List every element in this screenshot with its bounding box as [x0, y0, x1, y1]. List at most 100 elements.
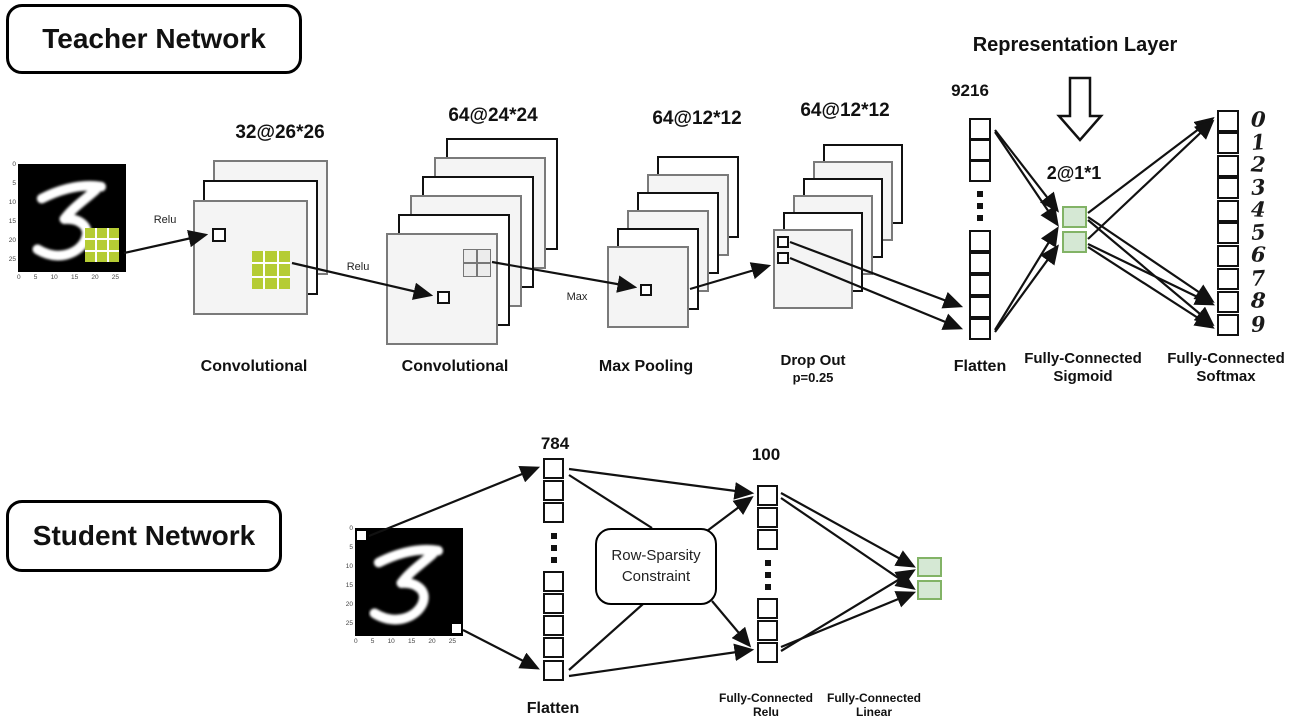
- fc-softmax-line1: Fully-Connected: [1167, 350, 1285, 367]
- constraint-line1: Row-Sparsity: [611, 547, 701, 565]
- student-hidden-node: [757, 620, 778, 641]
- student-flatten-label: Flatten: [526, 700, 580, 717]
- axis-tick-label: 25: [8, 256, 16, 264]
- connection-edge: [780, 569, 916, 652]
- relu-edge-label-1: Relu: [153, 214, 177, 226]
- axis-tick-label: 5: [349, 544, 353, 552]
- student-flatten-node: [543, 593, 564, 614]
- connection-edge: [568, 467, 755, 500]
- conv-kernel-overlay-grid: [85, 228, 119, 262]
- axis-tick-label: 5: [370, 638, 375, 645]
- student-flatten-node: [543, 571, 564, 592]
- student-network-box: Student Network: [6, 500, 282, 572]
- conv1-feature-grid: [252, 251, 290, 289]
- digit-image: [355, 528, 463, 636]
- connection-edge: [711, 600, 752, 648]
- connection-edge: [994, 226, 1059, 331]
- teacher-output-node: [1217, 291, 1239, 313]
- axis-tick-label: 20: [8, 237, 16, 245]
- constraint-line2: Constraint: [621, 567, 691, 585]
- teacher-output-node: [1217, 200, 1239, 222]
- kernel-cell: [265, 264, 277, 276]
- student-flatten-node: [543, 637, 564, 658]
- axis-tick-label: 5: [33, 274, 38, 281]
- kernel-cell: [109, 252, 119, 262]
- teacher-output-node: [1217, 245, 1239, 267]
- axis-tick-label: 10: [50, 274, 58, 281]
- connection-edge: [994, 244, 1059, 333]
- connection-edge: [1087, 216, 1215, 303]
- maxpool-dims-label: 64@12*12: [652, 108, 742, 129]
- row-sparsity-constraint-box: Row-Sparsity Constraint: [595, 528, 717, 605]
- fc-softmax-label: Fully-Connected Softmax: [1156, 350, 1295, 385]
- dropout-unit-square-1: [777, 236, 789, 248]
- axis-tick-label: 15: [70, 274, 79, 281]
- connection-edge: [568, 603, 644, 671]
- maxpool-kernel-square: [640, 284, 652, 296]
- ellipsis-dot: [977, 191, 983, 197]
- student-flatten-node: [543, 502, 564, 523]
- kernel-cell: [265, 251, 277, 263]
- student-output-node-2: [917, 580, 942, 600]
- student-hidden-node: [757, 598, 778, 619]
- max-edge-label: Max: [566, 291, 588, 303]
- representation-layer-title: Representation Layer: [972, 34, 1178, 56]
- kernel-cell: [97, 228, 107, 238]
- fc-linear-label: Fully-Connected Linear: [814, 691, 934, 719]
- teacher-flatten-node: [969, 139, 991, 161]
- connection-edge: [568, 474, 653, 529]
- ellipsis-dot: [765, 584, 771, 590]
- connection-edge: [780, 497, 916, 590]
- kernel-cell: [265, 277, 277, 289]
- teacher-flatten-node: [969, 118, 991, 140]
- kernel-cell: [463, 249, 477, 263]
- fc-linear-line1: Fully-Connected: [826, 691, 921, 705]
- conv2-dims-label: 64@24*24: [448, 105, 538, 126]
- kernel-cell: [85, 228, 95, 238]
- fc-linear-line2: Linear: [855, 705, 892, 720]
- student-hidden-node: [757, 507, 778, 528]
- fc-relu-line1: Fully-Connected: [718, 691, 813, 705]
- axis-tick-label: 10: [387, 638, 395, 645]
- connection-edge: [706, 496, 754, 532]
- kernel-cell: [278, 251, 290, 263]
- representation-node-1: [1062, 206, 1087, 228]
- axis-tick-label: 20: [345, 601, 353, 609]
- teacher-output-node: [1217, 314, 1239, 336]
- conv1-layer-label: Convolutional: [200, 358, 308, 375]
- ellipsis-dot: [977, 215, 983, 221]
- handwritten-five-glyph: [369, 545, 444, 625]
- connection-edge: [1087, 246, 1215, 329]
- student-flatten-count-label: 784: [540, 434, 570, 453]
- connection-edge: [1087, 243, 1215, 306]
- maxpool-window-grid: [463, 249, 491, 277]
- ellipsis-dot: [551, 557, 557, 563]
- student-network-title: Student Network: [32, 520, 256, 551]
- dropout-p-label: p=0.25: [792, 370, 834, 385]
- axis-tick-label: 25: [448, 638, 456, 645]
- fc-softmax-line2: Softmax: [1196, 367, 1256, 385]
- ellipsis-dot: [765, 560, 771, 566]
- connection-edge: [462, 629, 540, 670]
- axis-tick-label: 0: [349, 525, 353, 532]
- teacher-flatten-node: [969, 318, 991, 340]
- axis-tick-label: 25: [111, 274, 119, 281]
- conv1-dims-label: 32@26*26: [235, 122, 325, 143]
- student-hidden-node: [757, 529, 778, 550]
- fc-sigmoid-label: Fully-Connected Sigmoid: [1013, 350, 1153, 385]
- teacher-output-node: [1217, 132, 1239, 154]
- representation-down-arrow-icon: [1056, 76, 1104, 142]
- student-output-node-1: [917, 557, 942, 577]
- student-flatten-node: [543, 660, 564, 681]
- representation-dims-label: 2@1*1: [1046, 163, 1102, 183]
- dropout-dims-label: 64@12*12: [800, 100, 890, 121]
- kernel-cell: [109, 240, 119, 250]
- ellipsis-dot: [765, 572, 771, 578]
- teacher-output-node: [1217, 110, 1239, 132]
